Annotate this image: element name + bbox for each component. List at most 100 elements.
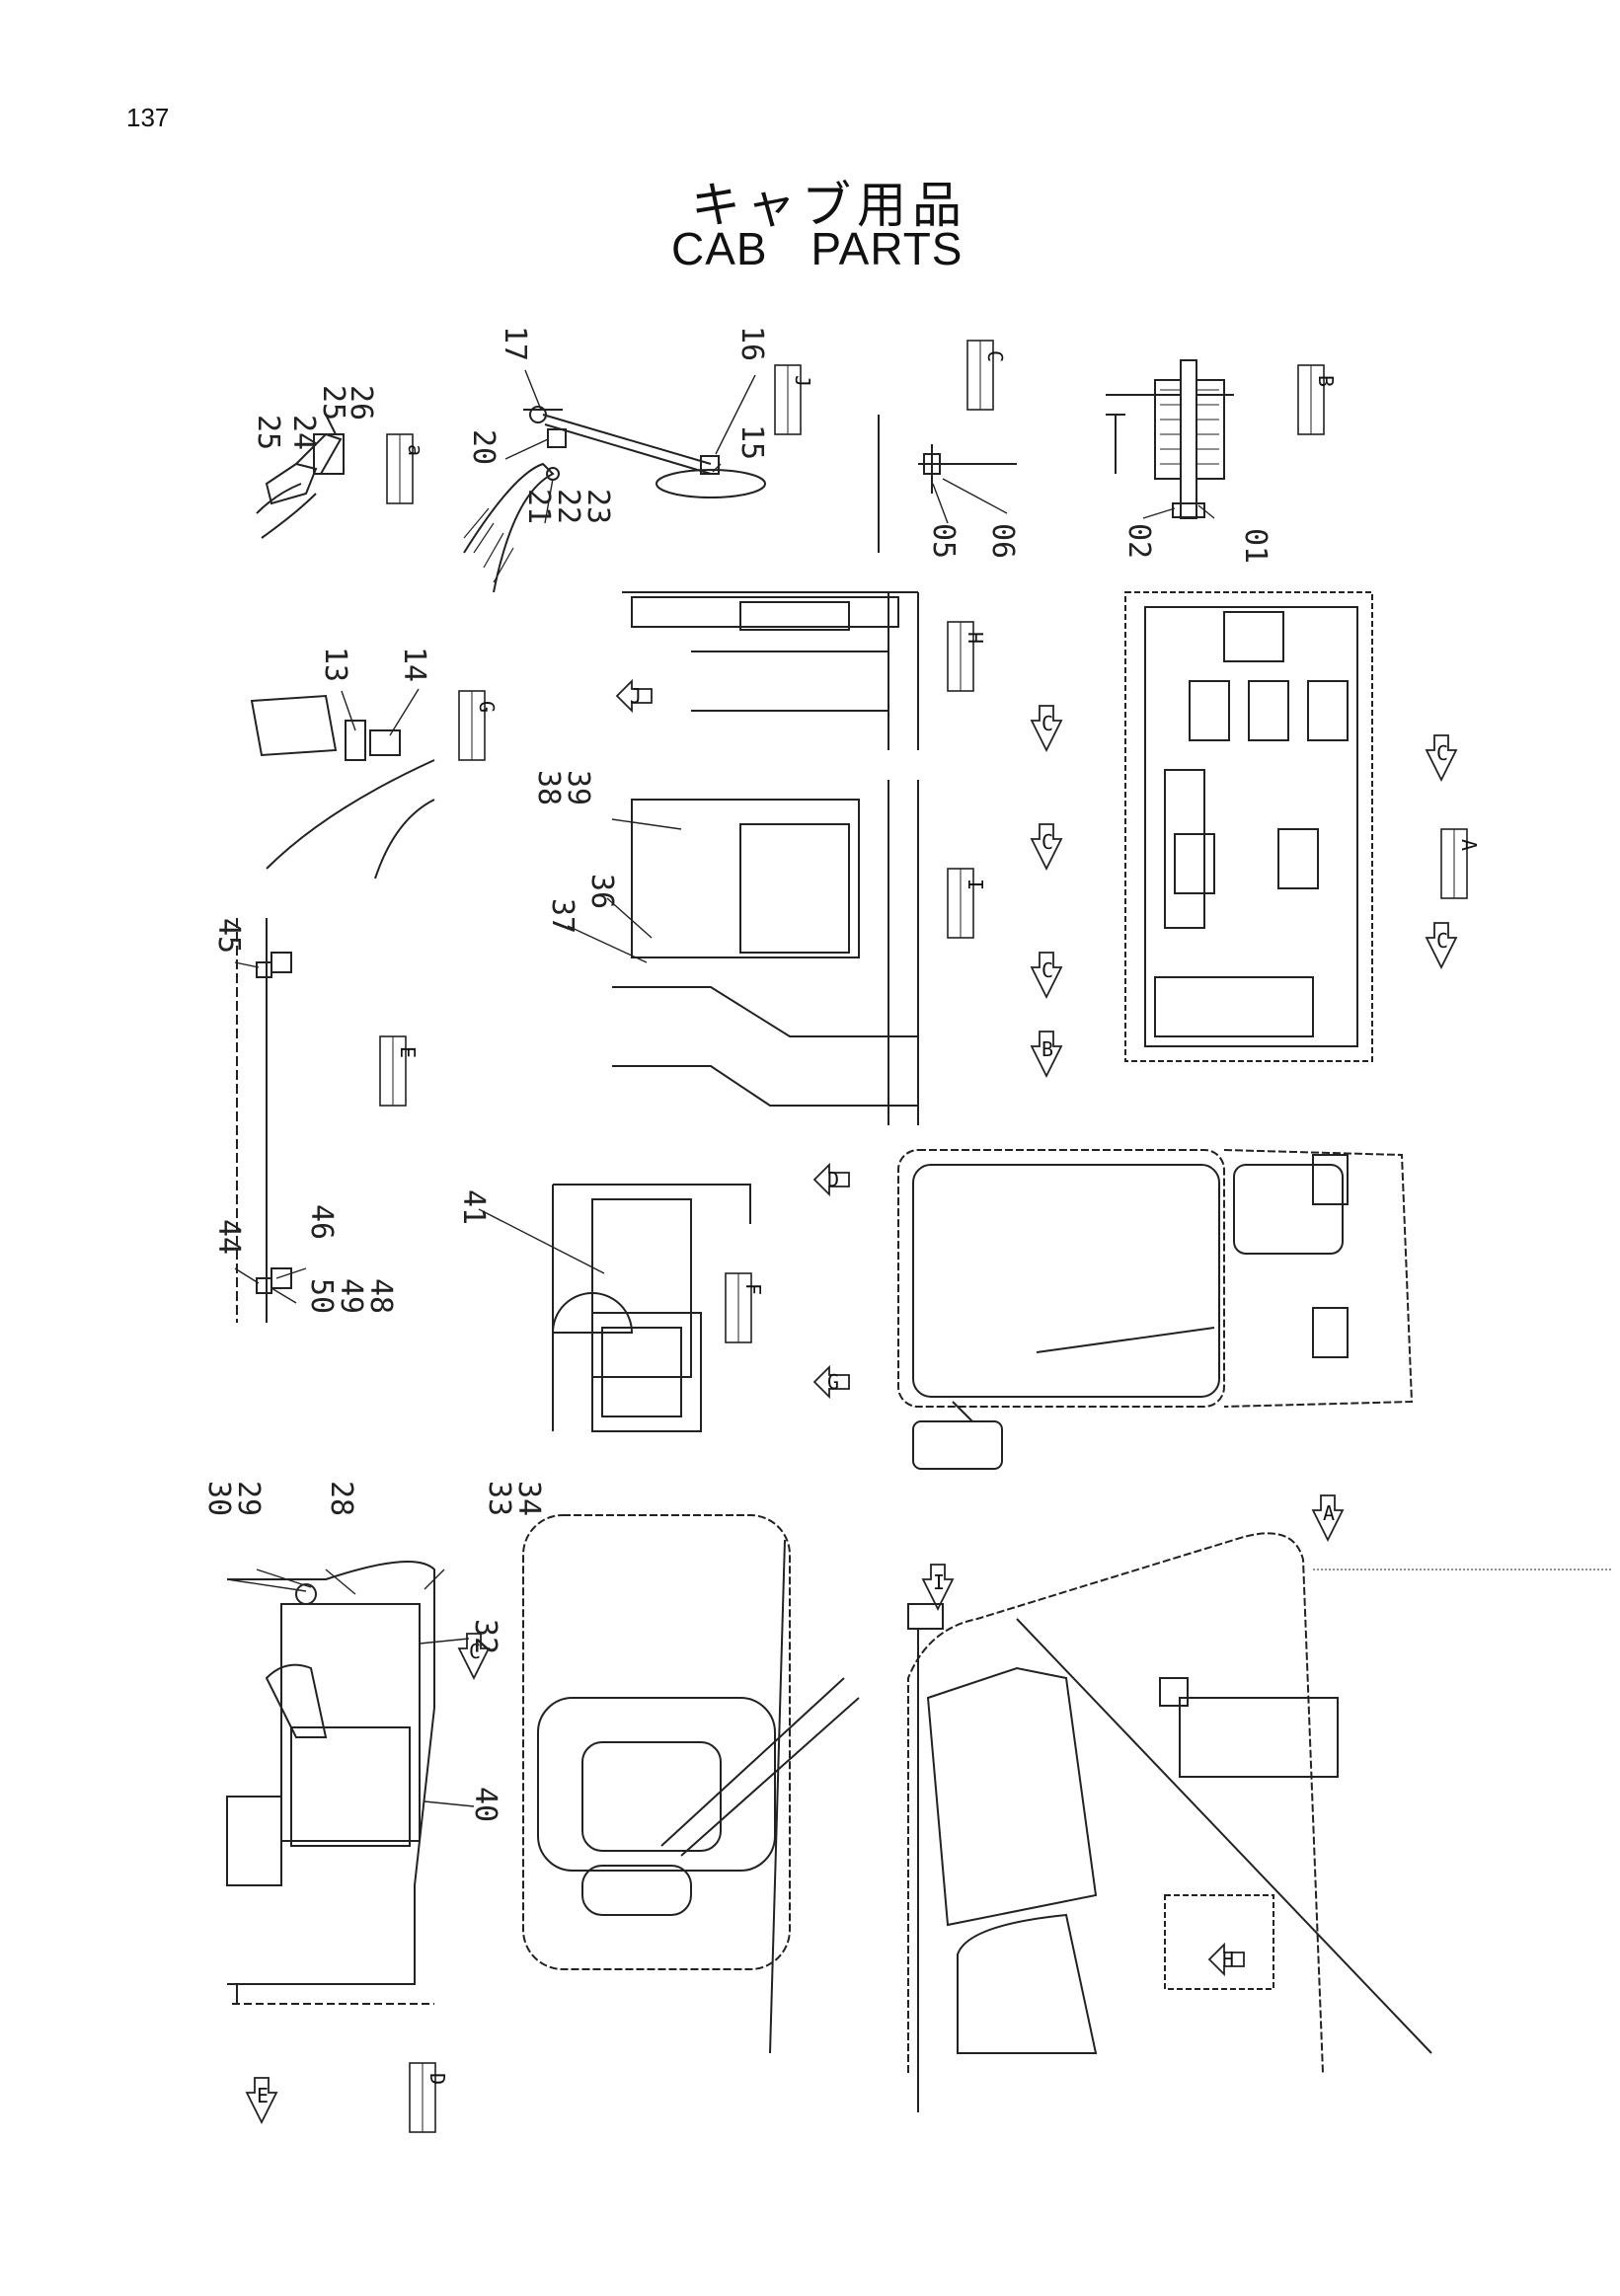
svg-text:C: C [1436,929,1448,953]
view-e-drawing [236,918,292,1323]
view-h-drawing [622,591,919,750]
callout-17: 17 [498,326,532,361]
cab-top-view [522,1514,860,2054]
svg-text:H: H [1222,1948,1234,1971]
svg-text:H: H [964,632,987,644]
callout-38: 38 [531,770,566,805]
view-j-mirror [463,406,766,593]
svg-text:E: E [396,1046,420,1058]
callout-33: 33 [482,1481,516,1516]
view-f-drawing [551,1184,751,1432]
callout-23: 23 [580,489,615,524]
view-a-tag: A [1440,828,1481,899]
view-d-tag: D [409,2062,449,2133]
svg-text:C: C [469,1640,481,1663]
callout-30: 30 [201,1481,236,1516]
cab-side-view [907,1532,1612,2112]
callout-45: 45 [211,918,246,954]
svg-text:C: C [1041,830,1053,854]
callout-44: 44 [211,1219,246,1255]
section-c-tag: C [966,340,1007,411]
callout-49: 49 [334,1278,368,1314]
section-b-tag: B [1297,364,1338,435]
svg-text:C: C [1041,958,1053,982]
callout-02: 02 [1121,523,1156,559]
svg-text:E: E [257,2084,269,2107]
section-c-drawing [878,415,1017,553]
svg-text:A: A [1457,839,1481,851]
callout-25: 25 [316,385,350,421]
svg-text:I: I [964,879,987,890]
view-arrow-c4: C [1425,734,1458,783]
svg-text:F: F [741,1283,765,1295]
callout-34: 34 [511,1481,546,1516]
svg-text:I: I [933,1570,945,1594]
view-h-tag: H [947,621,987,692]
view-i-drawing [612,780,919,1125]
svg-text:C: C [1041,712,1053,735]
view-arrow-c5: C [1425,922,1458,970]
callout-22: 22 [551,489,585,524]
callout-50: 50 [304,1278,339,1314]
svg-text:C: C [983,350,1007,362]
callout-05: 05 [926,523,961,559]
callout-15: 15 [734,424,769,460]
title-english: CAB PARTS [671,223,964,274]
callout-20: 20 [466,429,501,465]
view-arrow-a1: A [1311,1494,1345,1543]
callout-25: 25 [251,415,285,450]
callout-39: 39 [561,770,595,805]
callout-46: 46 [304,1204,339,1240]
svg-text:J: J [630,684,642,708]
svg-text:D: D [827,1168,839,1191]
callout-28: 28 [324,1481,358,1516]
callout-37: 37 [545,898,579,934]
callout-40: 40 [468,1787,502,1822]
view-arrow-g1: G [812,1364,850,1400]
cab-door-drawing [897,1149,1414,1470]
view-i-tag: I [947,868,987,939]
view-d-drawing [226,1561,435,2005]
svg-text:G: G [475,701,499,713]
view-f-tag: F [725,1272,765,1343]
callout-41: 41 [456,1189,491,1225]
view-arrow-j1: J [615,678,653,714]
view-arrow-e1: E [245,2077,278,2125]
svg-text:G: G [827,1370,839,1394]
callout-48: 48 [363,1278,398,1314]
view-g-tag: G [458,690,499,761]
view-arrow-d1: D [812,1162,850,1197]
section-b-drawing [1106,359,1234,519]
callout-29: 29 [231,1481,266,1516]
view-arrow-c1: C [1030,705,1063,753]
page-number: 137 [126,103,170,132]
view-g-drawing [250,694,435,880]
callout-26: 26 [344,385,378,421]
view-arrow-c2: C [1030,823,1063,872]
callout-13: 13 [318,647,352,682]
view-arrow-b1: B [1030,1031,1063,1079]
callout-06: 06 [985,523,1020,559]
callout-21: 21 [521,489,556,524]
svg-text:C: C [1436,741,1448,765]
callout-32: 32 [468,1619,502,1654]
view-e-tag: E [379,1035,420,1107]
callout-14: 14 [397,647,431,682]
view-arrow-c3: C [1030,952,1063,1000]
view-arrow-c6: C [457,1633,491,1681]
callout-24: 24 [286,415,321,450]
svg-text:J: J [791,375,814,387]
view-a-drawing [1124,591,1373,1062]
callout-01: 01 [1238,528,1273,564]
detail-a-tag: a [386,433,427,504]
svg-text:a: a [404,444,427,456]
detail-a-drawing [256,414,345,539]
view-j-tag: J [774,364,814,435]
view-arrow-h1: H [1207,1942,1245,1977]
svg-text:D: D [425,2073,449,2085]
svg-text:B: B [1314,375,1338,387]
callout-36: 36 [584,874,619,909]
svg-text:A: A [1323,1501,1335,1525]
view-arrow-i1: I [921,1564,955,1612]
